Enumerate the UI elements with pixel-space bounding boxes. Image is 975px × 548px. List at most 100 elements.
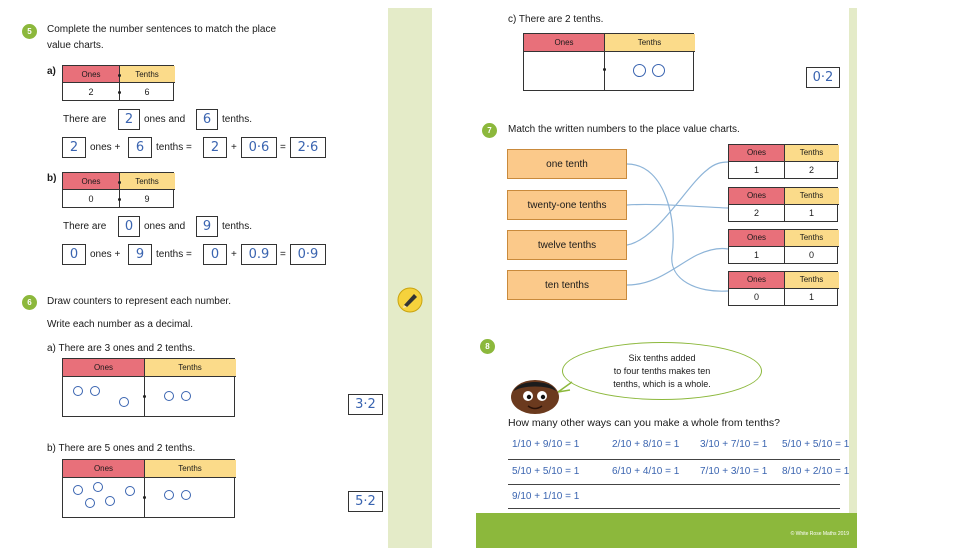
pencil-icon[interactable] [396, 286, 424, 314]
q6a-answer[interactable]: 3·2 [348, 394, 383, 415]
ones-header: Ones [63, 173, 119, 190]
tenths-header: Tenths [784, 272, 839, 289]
tenths-value: 1 [808, 207, 814, 218]
counter [73, 485, 83, 495]
q5a-ones-answer[interactable]: 2 [118, 109, 140, 130]
q5b-eq-b[interactable]: 0.9 [241, 244, 277, 265]
q7-chart-1[interactable]: Ones Tenths 1 2 [728, 144, 839, 179]
ones-header: Ones [729, 145, 784, 162]
q8-answer: 2/10 + 8/10 = 1 [612, 439, 680, 450]
page-gutter [388, 8, 432, 548]
tenths-header: Tenths [119, 173, 175, 190]
counter [125, 486, 135, 496]
counter [105, 496, 115, 506]
q5b-eq-ones[interactable]: 0 [62, 244, 86, 265]
q7-chart-2[interactable]: Ones Tenths 2 1 [728, 187, 839, 222]
tenths-header: Tenths [784, 230, 839, 247]
ones-header: Ones [63, 460, 144, 478]
q5b-there-are: There are [63, 221, 107, 232]
matching-lines [627, 161, 729, 292]
ones-value: 0 [88, 193, 94, 204]
q6a-place-value-chart: Ones Tenths [62, 358, 236, 417]
q5a-eq-ones-word: ones + [90, 142, 121, 153]
tenths-value: 1 [808, 291, 814, 302]
q7-chart-4[interactable]: Ones Tenths 0 1 [728, 271, 839, 306]
q5a-eq-a[interactable]: 2 [203, 137, 227, 158]
ones-header: Ones [63, 66, 119, 83]
writing-line [508, 508, 840, 509]
q5b-place-value-chart: Ones Tenths 0 9 [62, 172, 175, 208]
tenths-value: 6 [144, 86, 150, 97]
counter [93, 482, 103, 492]
bubble-tail [557, 381, 573, 393]
q6b-place-value-chart: Ones Tenths [62, 459, 236, 518]
counter [164, 391, 174, 401]
question-6-badge: 6 [22, 295, 37, 310]
question-7-badge: 7 [482, 123, 497, 138]
ones-value: 0 [753, 291, 759, 302]
q5b-tenths-answer[interactable]: 9 [196, 216, 218, 237]
match-word-one-tenth[interactable]: one tenth [507, 149, 627, 179]
q8-answer: 1/10 + 9/10 = 1 [512, 439, 580, 450]
ones-header: Ones [729, 230, 784, 247]
ones-header: Ones [524, 34, 604, 52]
counter [652, 64, 665, 77]
q5b-eq-c[interactable]: 0·9 [290, 244, 326, 265]
q7-chart-3[interactable]: Ones Tenths 1 0 [728, 229, 839, 264]
q5b-eq-a[interactable]: 0 [203, 244, 227, 265]
q8-answer: 9/10 + 1/10 = 1 [512, 491, 580, 502]
q5a-there-are: There are [63, 114, 107, 125]
match-word-ten-tenths[interactable]: ten tenths [507, 270, 627, 300]
q8-answer: 5/10 + 5/10 = 1 [512, 466, 580, 477]
match-word-twelve-tenths[interactable]: twelve tenths [507, 230, 627, 260]
tenths-value: 2 [808, 164, 814, 175]
bubble-line-2: to four tenths makes ten [613, 365, 711, 376]
q6c-answer[interactable]: 0·2 [806, 67, 840, 88]
q8-question: How many other ways can you make a whole… [508, 417, 780, 429]
ones-header: Ones [729, 272, 784, 289]
q5b-ones-and: ones and [144, 221, 186, 232]
child-avatar-icon [508, 375, 562, 415]
q5b-eq-tenths-word: tenths = [156, 249, 192, 260]
q5a-eq-b[interactable]: 0·6 [241, 137, 277, 158]
ones-value: 2 [88, 86, 94, 97]
q5b-ones-answer[interactable]: 0 [118, 216, 140, 237]
writing-line [508, 484, 840, 485]
question-8-badge: 8 [480, 339, 495, 354]
bubble-line-3: tenths, which is a whole. [613, 378, 711, 389]
q6-prompt-2: Write each number as a decimal. [47, 319, 193, 330]
q5b-eq-tenths[interactable]: 9 [128, 244, 152, 265]
q5a-tenths-word: tenths. [222, 114, 253, 125]
tenths-value: 0 [808, 249, 814, 260]
q5b-equals: = [280, 249, 286, 260]
q5-prompt-2: value charts. [47, 40, 104, 51]
ones-header: Ones [729, 188, 784, 205]
q6a-text: a) There are 3 ones and 2 tenths. [47, 343, 196, 354]
q5b-label: b) [47, 173, 57, 184]
question-5-badge: 5 [22, 24, 37, 39]
q5a-eq-ones[interactable]: 2 [62, 137, 86, 158]
q5a-eq-c[interactable]: 2·6 [290, 137, 326, 158]
page-footer: © White Rose Maths 2019 [476, 513, 857, 548]
q6b-answer[interactable]: 5·2 [348, 491, 383, 512]
writing-line [508, 459, 840, 460]
ones-value: 1 [753, 164, 759, 175]
ones-value: 1 [753, 249, 759, 260]
counter [164, 490, 174, 500]
q6c-place-value-chart: Ones Tenths [523, 33, 695, 91]
counter [119, 397, 129, 407]
q5a-eq-tenths[interactable]: 6 [128, 137, 152, 158]
q7-prompt: Match the written numbers to the place v… [508, 124, 740, 135]
page-edge [849, 8, 857, 513]
q5a-label: a) [47, 66, 56, 77]
tenths-header: Tenths [119, 66, 175, 83]
q8-answer: 7/10 + 3/10 = 1 [700, 466, 768, 477]
q8-answer: 8/10 + 2/10 = 1 [782, 466, 850, 477]
q8-answer: 3/10 + 7/10 = 1 [700, 439, 768, 450]
match-word-twenty-one-tenths[interactable]: twenty-one tenths [507, 190, 627, 220]
counter [181, 391, 191, 401]
q5a-equals: = [280, 142, 286, 153]
q5a-tenths-answer[interactable]: 6 [196, 109, 218, 130]
counter [90, 386, 100, 396]
q5a-eq-tenths-word: tenths = [156, 142, 192, 153]
